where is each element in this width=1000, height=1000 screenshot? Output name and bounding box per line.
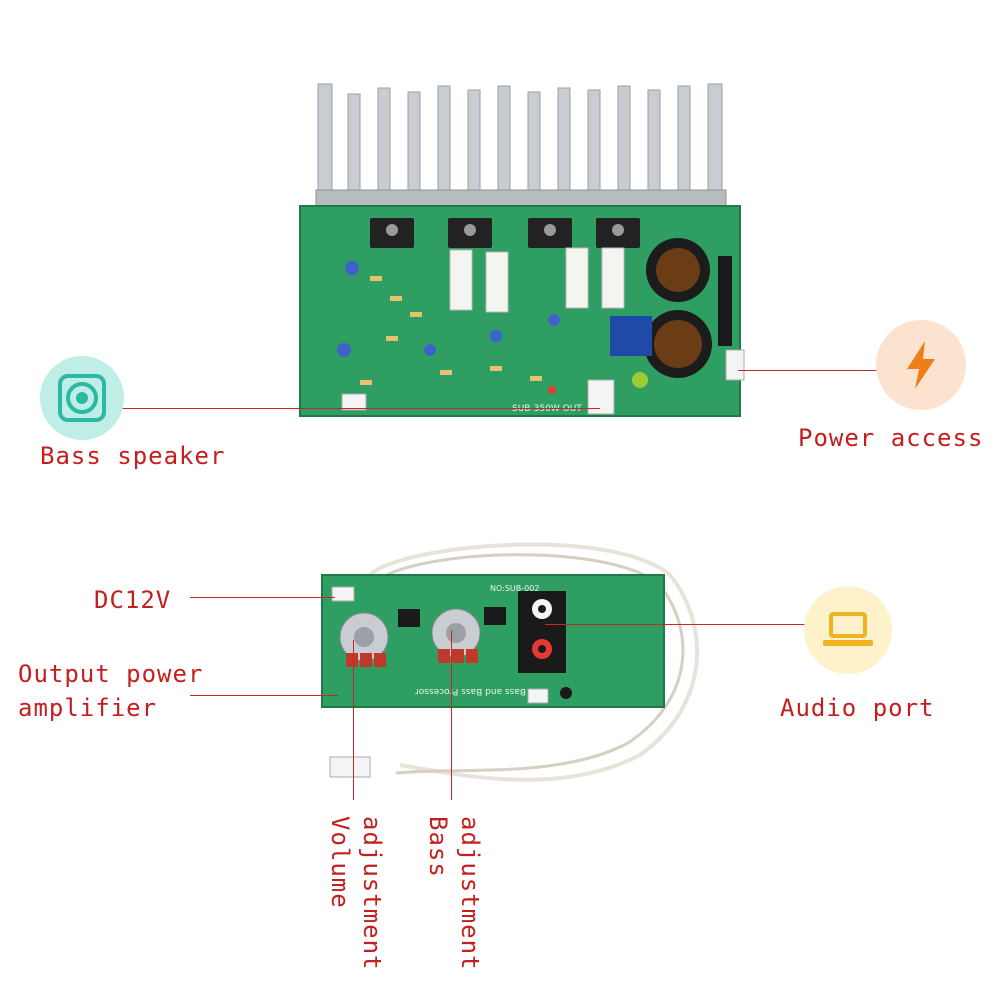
volume-label-line1: adjustment (358, 816, 386, 971)
audio-port-line (545, 624, 808, 625)
dc12v-line (190, 597, 335, 598)
speaker-icon (40, 356, 124, 440)
processor-silkscreen: Bass and Bass Processor (415, 686, 526, 696)
lightning-icon (876, 320, 966, 410)
bass-label-line1: adjustment (456, 816, 484, 971)
volume-line (353, 640, 354, 800)
bass-label-line2: Bass (424, 816, 452, 878)
amplifier-board: SUB-350W OUT (290, 80, 750, 420)
volume-label-line2: Volume (326, 816, 354, 909)
power-access-label: Power access (798, 424, 984, 452)
laptop-icon (804, 586, 892, 674)
amplifier-board-image: SUB-350W OUT (299, 83, 745, 417)
amp-silkscreen: SUB-350W OUT (512, 404, 582, 414)
bass-speaker-label: Bass speaker (40, 442, 226, 470)
output-power-label-line1: Output power (18, 660, 204, 688)
bass-line (451, 630, 452, 800)
output-power-label-line2: amplifier (18, 694, 158, 722)
processor-model: NO:SUB-002 (490, 584, 539, 593)
processor-board: Bass and Bass Processor NO:SUB-002 (310, 535, 710, 805)
dc12v-label: DC12V (94, 586, 172, 614)
processor-board-image: Bass and Bass Processor NO:SUB-002 (321, 542, 700, 782)
audio-port-label: Audio port (780, 694, 935, 722)
output-power-line (190, 695, 338, 696)
bass-speaker-line (104, 408, 600, 409)
power-access-line (738, 370, 883, 371)
